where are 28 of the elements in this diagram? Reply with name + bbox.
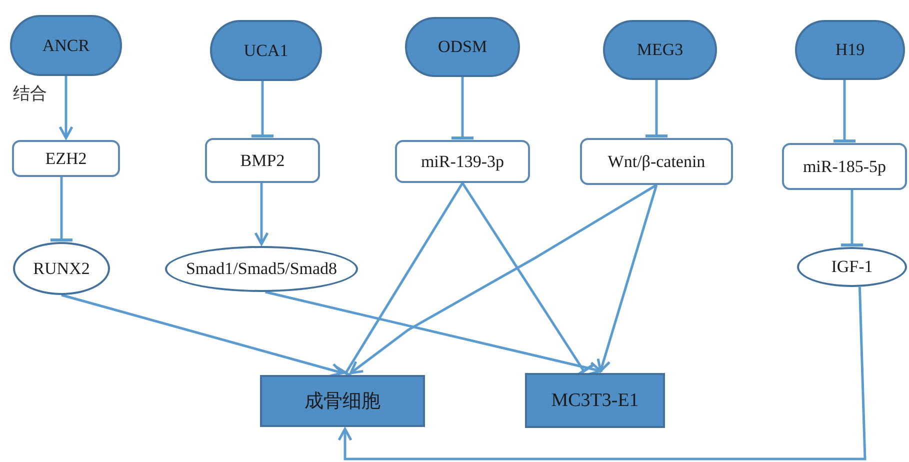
arrow — [596, 184, 658, 372]
rounded-node: ANCR — [10, 15, 122, 76]
arrow — [254, 183, 269, 246]
inhibition-line — [250, 81, 275, 138]
rounded-node: ODSM — [405, 17, 520, 77]
rounded-box: Wnt/β-catenin — [580, 138, 733, 185]
rounded-node: H19 — [795, 20, 905, 80]
inhibition-line — [49, 177, 74, 242]
oval-node: IGF-1 — [797, 247, 907, 287]
inhibition-line — [840, 190, 864, 246]
inhibition-line — [450, 77, 475, 140]
inhibition-line — [644, 80, 669, 138]
rounded-box: BMP2 — [205, 138, 320, 183]
arrow — [61, 294, 344, 378]
oval-node: Smad1/Smad5/Smad8 — [165, 246, 358, 292]
rounded-node: MEG3 — [603, 20, 717, 80]
oval-node: RUNX2 — [13, 242, 110, 295]
cell-box: 成骨细胞 — [260, 375, 425, 427]
rounded-box: EZH2 — [12, 140, 120, 177]
arrow — [350, 184, 658, 374]
rounded-box: miR-185-5p — [782, 143, 907, 190]
arrow — [265, 290, 602, 376]
inhibition-line — [832, 80, 857, 142]
arrow — [338, 286, 866, 460]
rounded-box: miR-139-3p — [395, 140, 530, 183]
rounded-node: UCA1 — [210, 20, 322, 81]
cell-box: MC3T3-E1 — [525, 373, 665, 428]
arrow — [58, 76, 74, 140]
